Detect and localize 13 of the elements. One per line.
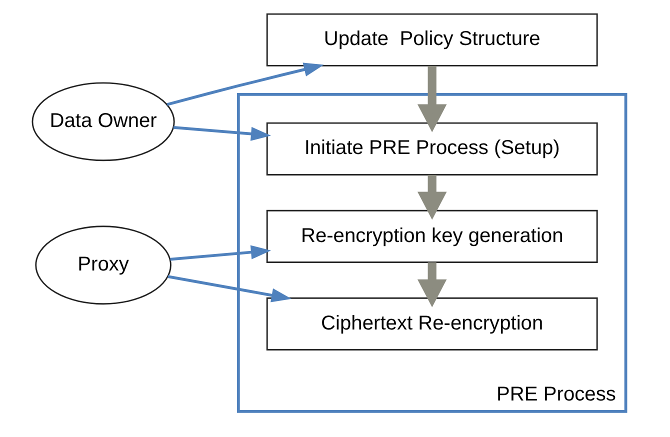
arrow — [417, 262, 447, 308]
arrow — [173, 126, 272, 141]
node-box: Ciphertext Re-encryption — [266, 297, 598, 350]
arrow — [417, 174, 447, 220]
node-ellipse: Proxy — [35, 226, 172, 305]
node-ellipse: Data Owner — [32, 82, 175, 162]
node-box: Initiate PRE Process (Setup) — [266, 122, 598, 176]
arrow — [417, 66, 447, 132]
node-box: Re-encryption key generation — [266, 210, 598, 263]
arrow — [168, 275, 292, 302]
arrow — [170, 245, 272, 261]
arrow — [166, 62, 324, 106]
node-box: Update Policy Structure — [266, 13, 598, 66]
